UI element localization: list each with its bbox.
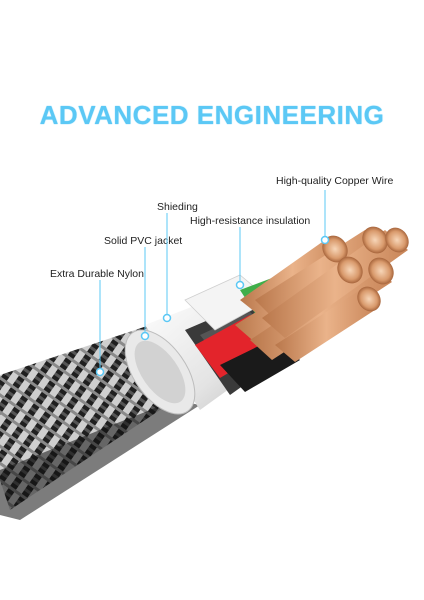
label-insulation: High-resistance insulation xyxy=(190,215,311,227)
copper-strands xyxy=(235,226,409,362)
callout-dots xyxy=(95,235,330,377)
label-shielding: Shieding xyxy=(157,201,198,213)
callout-lines xyxy=(99,190,326,372)
label-pvc-jacket: Solid PVC jacket xyxy=(104,235,183,247)
label-nylon: Extra Durable Nylon xyxy=(50,268,144,280)
headline: ADVANCED ENGINEERING xyxy=(39,100,385,130)
label-copper-wire: High-quality Copper Wire xyxy=(276,175,394,187)
